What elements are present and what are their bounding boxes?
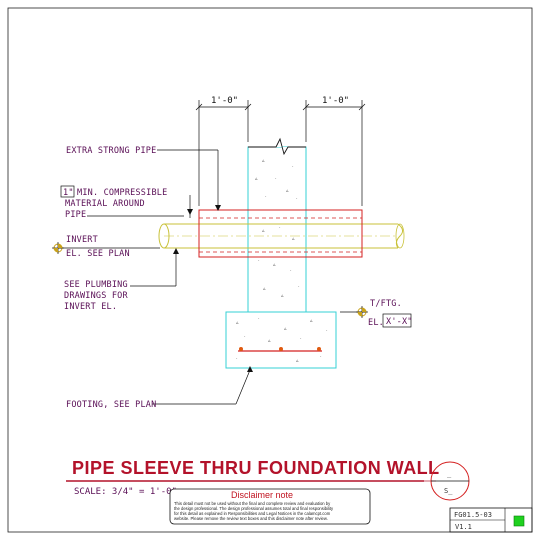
disclaimer-line: for this detail as explained in Responsi… xyxy=(174,511,331,516)
label-invert-1: INVERT xyxy=(66,235,98,245)
bubble-top: _ xyxy=(447,470,452,478)
drawing-title: PIPE SLEEVE THRU FOUNDATION WALL xyxy=(72,458,440,478)
svg-text:▵: ▵ xyxy=(263,286,266,292)
label-el: EL. xyxy=(368,318,384,328)
disclaimer-title: Disclaimer note xyxy=(231,490,293,500)
svg-text:·: · xyxy=(244,334,246,340)
svg-text:▵: ▵ xyxy=(281,293,284,299)
svg-text:▵: ▵ xyxy=(296,358,299,364)
svg-text:▵: ▵ xyxy=(268,338,271,344)
svg-text:·: · xyxy=(258,258,260,264)
svg-text:·: · xyxy=(275,176,277,182)
drawing-version: V1.1 xyxy=(455,523,472,531)
svg-text:·: · xyxy=(296,196,298,202)
label-plumbing-2: DRAWINGS FOR xyxy=(64,291,128,301)
svg-text:▵: ▵ xyxy=(255,176,258,182)
svg-text:·: · xyxy=(298,284,300,290)
inch-box xyxy=(60,185,75,198)
svg-text:▵: ▵ xyxy=(236,320,239,326)
svg-text:·: · xyxy=(292,164,294,170)
dimensions xyxy=(195,100,366,206)
arrow-head xyxy=(173,248,179,254)
arrow-head xyxy=(187,209,193,215)
label-el-value: X'-X" xyxy=(386,317,413,327)
rebar-dot xyxy=(239,347,243,351)
invert-elevation-marker xyxy=(52,242,64,254)
foundation-wall: ▵ · · ▵ ▵ · · ▵ · ▵ · ▵ · ▵ ▵ · xyxy=(247,137,307,313)
dim-right: 1'-0" xyxy=(322,96,349,106)
rebar-dot xyxy=(279,347,283,351)
sheet-border xyxy=(7,7,533,533)
svg-text:▵: ▵ xyxy=(273,262,276,268)
disclaimer-box xyxy=(169,488,371,525)
svg-text:·: · xyxy=(236,356,238,362)
disclaimer-line: website. Please remove the review text b… xyxy=(174,516,328,521)
svg-text:·: · xyxy=(300,336,302,342)
svg-text:·: · xyxy=(320,354,322,360)
svg-text:▵: ▵ xyxy=(262,158,265,164)
leaders xyxy=(58,149,365,405)
el-value-box xyxy=(382,313,412,328)
pipe-sleeve xyxy=(198,209,363,258)
label-extra-strong-pipe: EXTRA STRONG PIPE xyxy=(66,146,156,156)
arrow-head xyxy=(247,366,253,372)
svg-text:▵: ▵ xyxy=(286,188,289,194)
label-material-2: MATERIAL AROUND xyxy=(65,199,145,209)
svg-text:·: · xyxy=(290,268,292,274)
bubble-bottom: S_ xyxy=(444,487,453,495)
svg-text:▵: ▵ xyxy=(284,326,287,332)
svg-text:·: · xyxy=(258,316,260,322)
svg-text:·: · xyxy=(279,225,281,231)
drawing-scale: SCALE: 3/4" = 1'-0" xyxy=(74,487,177,497)
label-material-num: 1" xyxy=(63,188,74,198)
label-material-1: MIN. COMPRESSIBLE xyxy=(77,188,167,198)
svg-text:▵: ▵ xyxy=(262,228,265,234)
disclaimer-line: the design professional. The design prof… xyxy=(174,506,334,511)
footing: ▵ · ▵ ▵ · · ▵ · · ▵ · xyxy=(225,311,337,369)
label-footing: FOOTING, SEE PLAN xyxy=(66,400,156,410)
pipe xyxy=(158,223,405,249)
svg-text:▵: ▵ xyxy=(292,236,295,242)
svg-text:·: · xyxy=(326,328,328,334)
status-indicator xyxy=(513,515,525,527)
rebar-dot xyxy=(317,347,321,351)
arrow-head xyxy=(215,205,221,211)
disclaimer-line: This detail must not be used without the… xyxy=(174,501,331,506)
label-plumbing-1: SEE PLUMBING xyxy=(64,280,128,290)
drawing-code: FG01.5-03 xyxy=(454,511,492,519)
footing-elevation-marker xyxy=(356,306,368,318)
dim-left: 1'-0" xyxy=(211,96,238,106)
label-invert-2: EL. SEE PLAN xyxy=(66,249,130,259)
label-tftg: T/FTG. xyxy=(370,299,402,309)
label-plumbing-3: INVERT EL. xyxy=(64,302,117,312)
label-material-3: PIPE xyxy=(65,210,86,220)
svg-text:·: · xyxy=(265,194,267,200)
svg-text:▵: ▵ xyxy=(310,318,313,324)
